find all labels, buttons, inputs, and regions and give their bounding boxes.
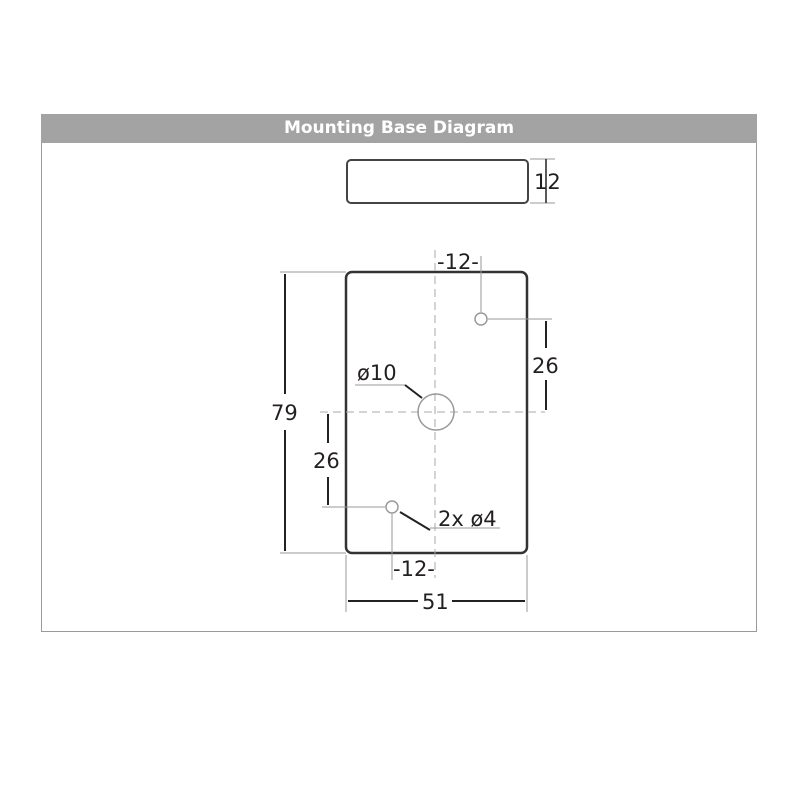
left-spacing-label: 26	[313, 449, 340, 473]
center-hole-label: ø10	[357, 361, 397, 385]
diagram-title: Mounting Base Diagram	[41, 114, 757, 143]
side-view	[346, 159, 529, 204]
lower-mounting-hole	[385, 500, 399, 514]
extension-lines	[280, 256, 552, 612]
dimension-lines	[284, 274, 547, 602]
center-hole	[417, 393, 455, 431]
bottom-offset-label: -12-	[393, 557, 435, 581]
overall-length-label: 79	[271, 401, 298, 425]
height-extension-lines	[530, 158, 555, 204]
upper-mounting-hole	[474, 312, 488, 326]
center-lines	[320, 250, 545, 578]
right-spacing-label: 26	[532, 354, 559, 378]
overall-width-label: 51	[422, 590, 449, 614]
small-holes-label: 2x ø4	[438, 507, 497, 531]
top-offset-label: -12-	[437, 250, 479, 274]
height-label: 12	[534, 170, 561, 194]
